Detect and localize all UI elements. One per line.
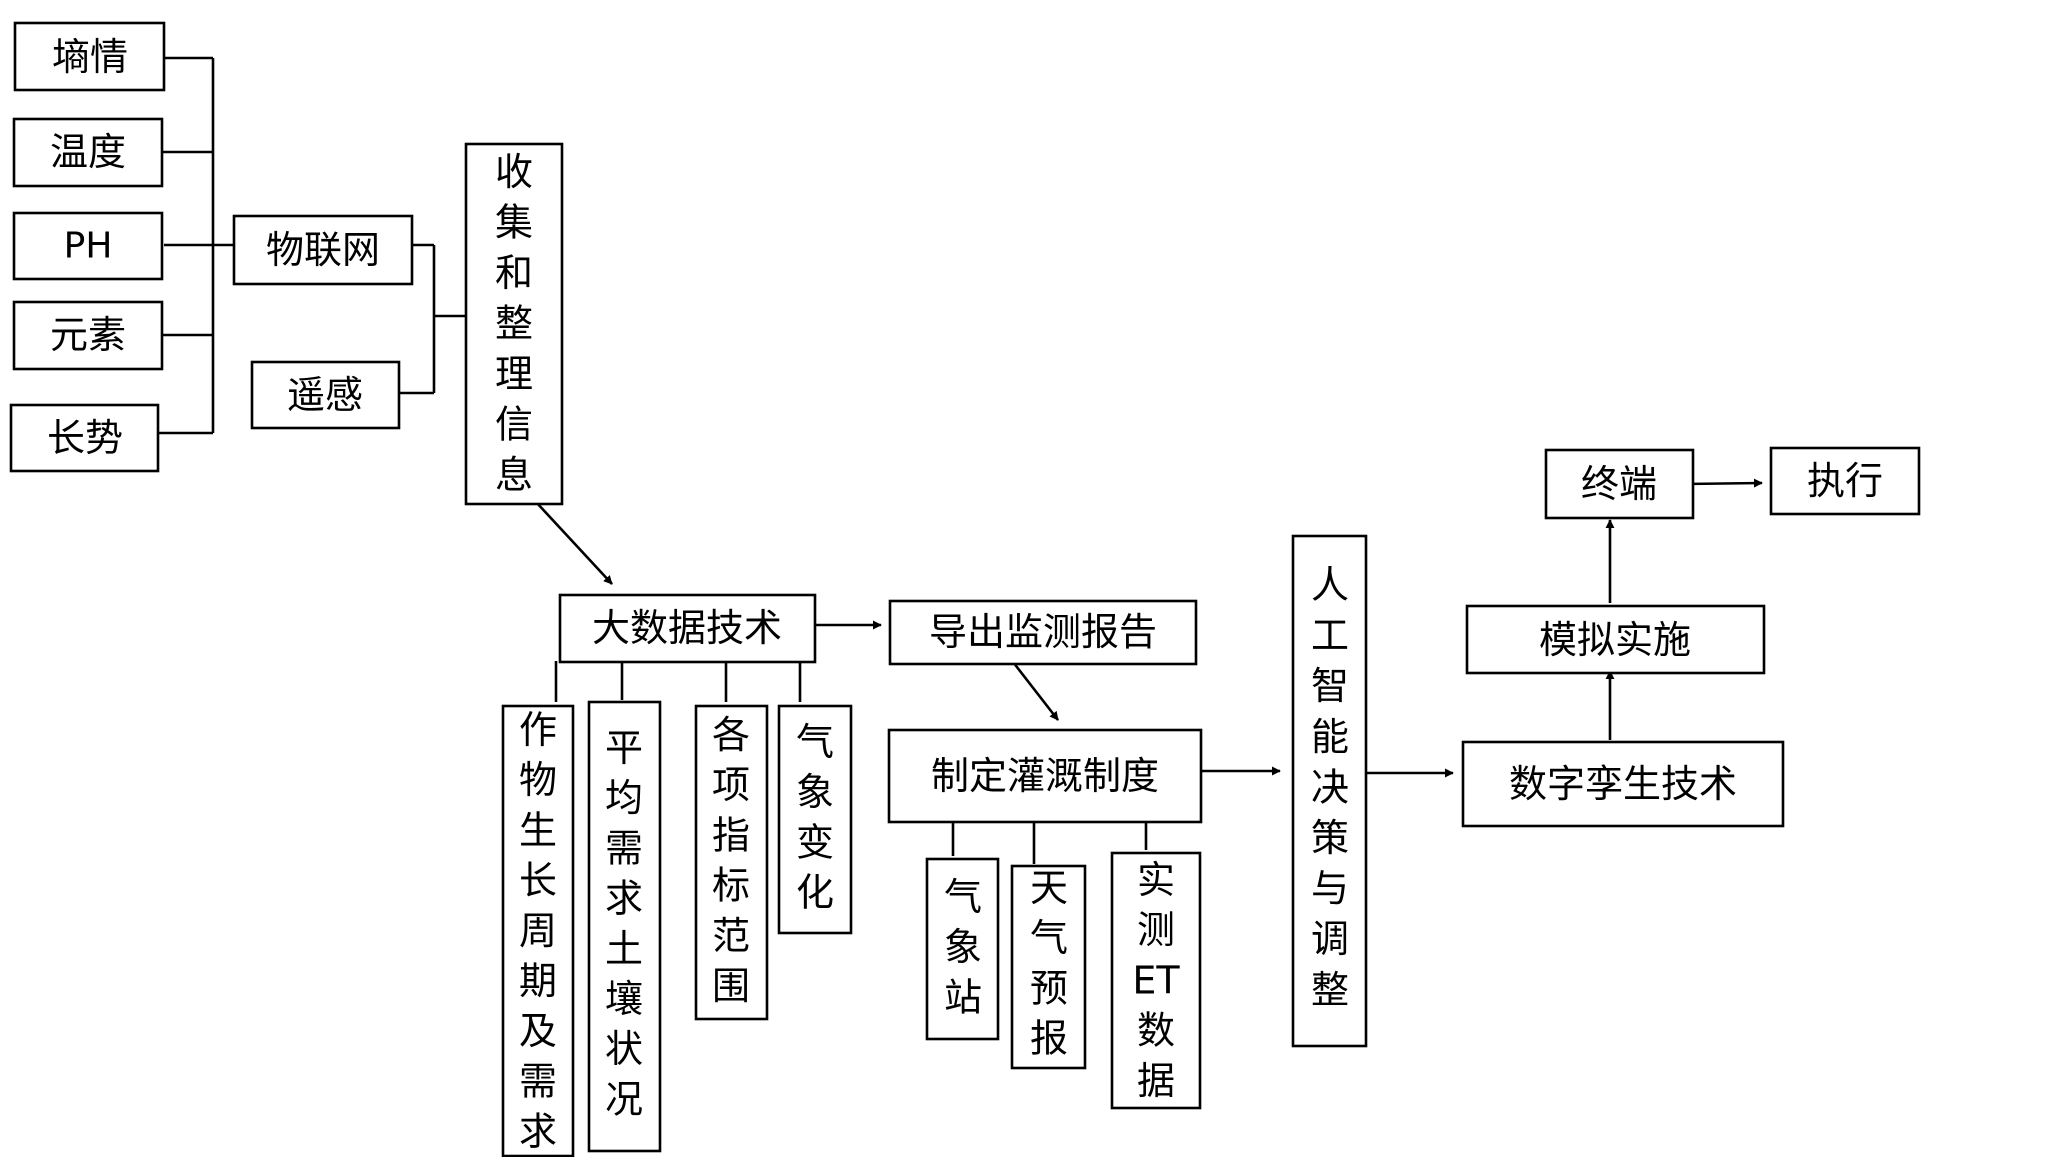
node-yuansu-label: 元素 [50,313,126,357]
node-zhiding-label: 制定灌溉制度 [931,754,1159,798]
node-ph-label: PH [64,226,113,267]
node-tianqi-label: 天气预报 [1030,866,1068,1061]
node-zuowu: 作物生长周期及需求 [501,704,575,1158]
node-zhongduan-label: 终端 [1581,462,1657,506]
node-zhongduan: 终端 [1544,448,1695,520]
node-shouji: 收集和整理信息 [464,142,564,506]
node-gexiang: 各项指标范围 [694,704,769,1021]
node-gexiang-label: 各项指标范围 [712,713,750,1008]
node-shuzi: 数字孪生技术 [1461,740,1785,828]
node-shangqing: 墒情 [13,21,166,92]
node-pingjun: 平均需求土壤状况 [587,700,662,1153]
node-wendu: 温度 [12,117,164,188]
node-zhixing: 执行 [1769,446,1921,516]
node-moni: 模拟实施 [1465,604,1766,675]
connectors [156,56,1763,864]
node-qixiangzhan: 气象站 [925,857,1000,1041]
node-shuzi-label: 数字孪生技术 [1509,762,1737,806]
node-pingjun-label: 平均需求土壤状况 [605,726,643,1121]
node-qixiangzhan-label: 气象站 [944,875,982,1019]
node-qixiang-bianhua-label: 气象变化 [796,720,834,915]
node-dashuju-label: 大数据技术 [592,606,782,650]
node-wendu-label: 温度 [50,130,126,174]
node-yaogan-label: 遥感 [287,373,363,417]
node-tianqi: 天气预报 [1010,864,1087,1070]
node-ph: PH [12,211,164,281]
node-shangqing-label: 墒情 [52,35,128,79]
node-yuansu: 元素 [12,300,164,371]
node-shouji-label: 收集和整理信息 [495,150,533,497]
node-qixiang-bianhua: 气象变化 [777,704,853,935]
node-zhiding: 制定灌溉制度 [887,728,1203,824]
node-zhangshi: 长势 [9,403,160,473]
node-wulianwang: 物联网 [232,214,414,286]
node-rengong: 人工智能决策与调整 [1291,534,1368,1048]
node-wulianwang-label: 物联网 [266,228,380,272]
node-rengong-label: 人工智能决策与调整 [1311,563,1349,1012]
node-yaogan: 遥感 [250,360,401,430]
node-zhixing-label: 执行 [1807,459,1883,503]
node-zuowu-label: 作物生长周期及需求 [519,708,557,1154]
node-daochu-label: 导出监测报告 [929,610,1157,654]
node-dashuju: 大数据技术 [558,593,817,664]
node-daochu: 导出监测报告 [888,599,1198,666]
node-zhangshi-label: 长势 [47,416,123,460]
node-moni-label: 模拟实施 [1539,618,1691,662]
